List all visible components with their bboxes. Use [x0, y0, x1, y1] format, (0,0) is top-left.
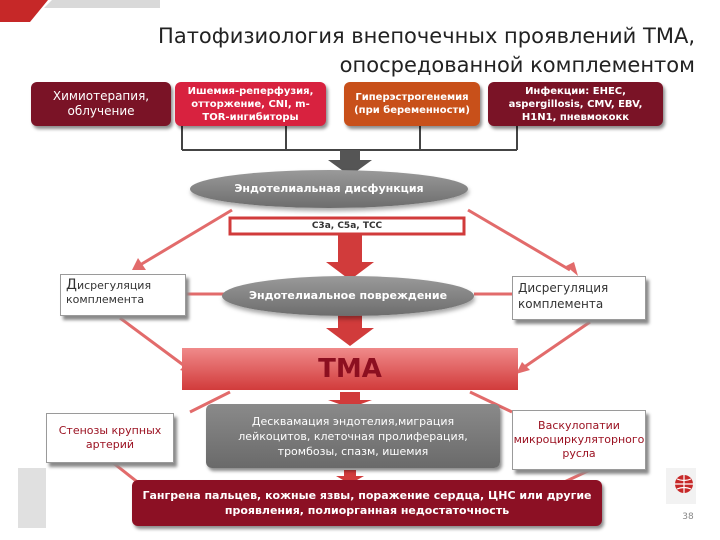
title-line-1: Патофизиология внепочечных проявлений ТМ… — [158, 24, 695, 48]
title-line-2: опосредованной комплементом — [339, 53, 695, 77]
globe-logo-icon — [675, 475, 693, 493]
endothelial-damage-node: Эндотелиальное повреждение — [222, 276, 474, 316]
vasculopathy-label: Васкулопатии микроциркуляторного русла — [513, 419, 645, 460]
microvasculopathy-box: Васкулопатии микроциркуляторного русла — [512, 410, 646, 470]
complement-dysregulation-right: Дисрегуляция комплемента — [512, 276, 646, 320]
cause-infections-label: Инфекции: EHEC, aspergillosis, CMV, EBV,… — [508, 85, 643, 123]
dysregulation-left-text: исрегуляция комплемента — [66, 279, 152, 306]
desquamation-box: Десквамация эндотелия,миграция лейкоцито… — [206, 404, 500, 468]
stenosis-label: Стенозы крупных артерий — [58, 424, 162, 451]
outcome-label: Гангрена пальцев, кожные язвы, поражение… — [142, 489, 592, 517]
complement-dysregulation-left: Дисрегуляция комплемента — [60, 274, 186, 316]
desquamation-label: Десквамация эндотелия,миграция лейкоцито… — [238, 414, 468, 458]
cause-ischemia-label: Ишемия-реперфузия, отторжение, CNI, m-TO… — [187, 85, 314, 123]
outcome-box: Гангрена пальцев, кожные язвы, поражение… — [132, 480, 602, 526]
dysregulation-left-first-letter: Д — [66, 277, 77, 293]
cause-ischemia: Ишемия-реперфузия, отторжение, CNI, m-TO… — [175, 82, 326, 126]
cause-hyperestrogenemia: Гиперэстрогенемия (при беременности) — [344, 82, 480, 126]
cause-chemotherapy-label: Химиотерапия, облучение — [52, 89, 150, 118]
complement-products-bar: C3a, C5a, TCC — [232, 219, 462, 233]
large-artery-stenosis-box: Стенозы крупных артерий — [46, 413, 174, 463]
endothelial-dysfunction-label: Эндотелиальная дисфункция — [234, 182, 424, 195]
endothelial-damage-label: Эндотелиальное повреждение — [248, 289, 448, 302]
slide-title: Патофизиология внепочечных проявлений ТМ… — [150, 22, 695, 80]
complement-products-label: C3a, C5a, TCC — [311, 221, 383, 231]
endothelial-dysfunction-node: Эндотелиальная дисфункция — [190, 170, 468, 208]
cause-infections: Инфекции: EHEC, aspergillosis, CMV, EBV,… — [488, 82, 663, 126]
dysregulation-right-text: Дисрегуляция комплемента — [518, 281, 609, 311]
cause-hyperestrogenemia-label: Гиперэстрогенемия (при беременности) — [354, 92, 470, 116]
page-number: 38 — [682, 512, 694, 522]
tma-bar: ТМА — [182, 348, 518, 390]
tma-label: ТМА — [318, 354, 382, 384]
cause-chemotherapy: Химиотерапия, облучение — [31, 82, 171, 126]
corner-decoration — [0, 0, 160, 22]
